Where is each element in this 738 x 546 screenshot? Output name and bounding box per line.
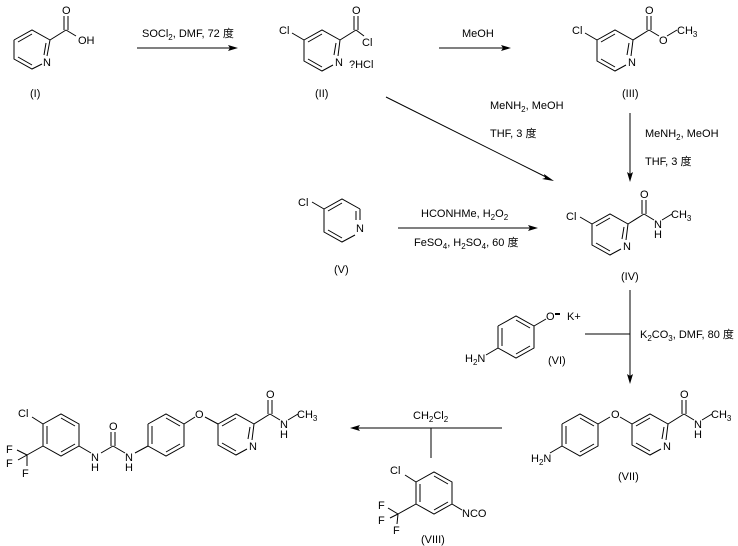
atom-O-ester: O (659, 35, 668, 47)
atom-OH: OH (78, 35, 95, 47)
compound-product: Cl F F F N H O N H O N O N H CH3 (6, 389, 318, 480)
compound-V: Cl N (V) (298, 197, 364, 276)
compound-VII: H2N O N O N H CH3 (VII) (531, 389, 732, 483)
atom-N: N (43, 57, 51, 69)
atom-N: N (663, 441, 671, 453)
amide-H: H (654, 229, 662, 241)
atom-N: N (356, 223, 364, 235)
urea-O: O (109, 421, 118, 433)
amide-N: N (280, 419, 288, 431)
methyl-group: CH3 (711, 409, 732, 423)
atom-O: O (266, 389, 275, 401)
atom-N: N (628, 57, 636, 69)
compound-II: Cl N O Cl ?HCl (II) (279, 5, 373, 100)
reagents-r7: CH2Cl2 (413, 410, 449, 424)
compound-I: N O OH (I) (13, 5, 95, 100)
reaction-arrow-6: K2CO3, DMF, 80 度 (585, 290, 734, 384)
reaction-arrow-5: HCONHMe, H2O2 FeSO4, H2SO4, 60 度 (398, 208, 538, 251)
isocyanate-group: NCO (462, 508, 487, 520)
reaction-arrow-3: MeNH2, MeOH THF, 3 度 (385, 96, 564, 181)
atom-Cl-ring: Cl (572, 25, 582, 37)
compound-VI: O K+ H2N (VI) (465, 311, 581, 367)
reagents-r5-top: HCONHMe, H2O2 (421, 208, 509, 222)
amino-group: H2N (531, 453, 551, 467)
atom-F-2: F (378, 515, 385, 527)
atom-O-ether: O (195, 409, 204, 421)
atom-O: O (352, 5, 361, 17)
reagents-r3-bottom: THF, 3 度 (490, 126, 536, 140)
methyl-group: CH3 (297, 409, 318, 423)
atom-F-1: F (6, 444, 13, 456)
reagents-r5-bottom: FeSO4, H2SO4, 60 度 (414, 235, 518, 251)
reaction-arrow-1: SOCl2, DMF, 72 度 (137, 26, 238, 51)
reagents-r4-top: MeNH2, MeOH (645, 128, 719, 142)
atom-O-ether: O (611, 409, 620, 421)
atom-N: N (249, 441, 257, 453)
atom-Cl-ring: Cl (279, 25, 289, 37)
urea-H-1: H (91, 462, 99, 474)
pyridine-ring (13, 29, 51, 70)
atom-Cl: Cl (18, 408, 28, 420)
amide-H: H (280, 429, 288, 441)
amide-N: N (694, 419, 702, 431)
compound-label-III: (III) (622, 88, 639, 100)
atom-O: O (680, 389, 689, 401)
atom-O: O (62, 5, 71, 17)
reagents-r1: SOCl2, DMF, 72 度 (142, 26, 234, 42)
compound-label-VIII: (VIII) (421, 534, 445, 546)
methyl-group: CH3 (671, 209, 692, 223)
atom-Cl-ring: Cl (566, 211, 576, 223)
reagents-r6: K2CO3, DMF, 80 度 (640, 327, 734, 343)
counterion: K+ (567, 311, 581, 323)
compound-III: Cl N O O CH3 (III) (572, 5, 698, 100)
compound-label-V: (V) (334, 264, 349, 276)
atom-F-2: F (6, 458, 13, 470)
atom-N: N (335, 57, 343, 69)
atom-F-3: F (393, 525, 400, 537)
methyl-group: CH3 (677, 25, 698, 39)
atom-O: O (546, 311, 555, 323)
amide-N: N (654, 219, 662, 231)
compound-label-II: (II) (315, 88, 328, 100)
compound-label-IV: (IV) (621, 271, 639, 283)
reagents-r4-bottom: THF, 3 度 (645, 154, 691, 168)
atom-F-1: F (378, 500, 385, 512)
urea-H-2: H (125, 462, 133, 474)
atom-Cl: Cl (390, 465, 400, 477)
amino-group: H2N (465, 353, 485, 367)
urea-N-1: N (91, 452, 99, 464)
reagents-r2: MeOH (462, 28, 494, 40)
compound-VIII: Cl F F F NCO (VIII) (378, 465, 487, 546)
compound-label-I: (I) (30, 88, 40, 100)
urea-N-2: N (125, 452, 133, 464)
atom-O: O (645, 5, 654, 17)
reaction-arrow-2: MeOH (439, 28, 511, 51)
compound-label-VII: (VII) (618, 471, 639, 483)
compound-label-VI: (VI) (548, 355, 566, 367)
amide-H: H (694, 429, 702, 441)
atom-Cl-acyl: Cl (362, 37, 372, 49)
reaction-arrow-4: MeNH2, MeOH THF, 3 度 (627, 113, 719, 182)
negative-charge (555, 313, 560, 315)
compound-IV: Cl N O N H CH3 (IV) (566, 189, 692, 283)
atom-N: N (623, 241, 631, 253)
atom-O: O (640, 189, 649, 201)
atom-F-3: F (22, 468, 29, 480)
reagents-r3-top: MeNH2, MeOH (490, 100, 564, 114)
hcl-salt: ?HCl (349, 59, 373, 71)
atom-Cl-ring: Cl (298, 197, 308, 209)
reaction-arrow-7: CH2Cl2 (350, 410, 502, 458)
